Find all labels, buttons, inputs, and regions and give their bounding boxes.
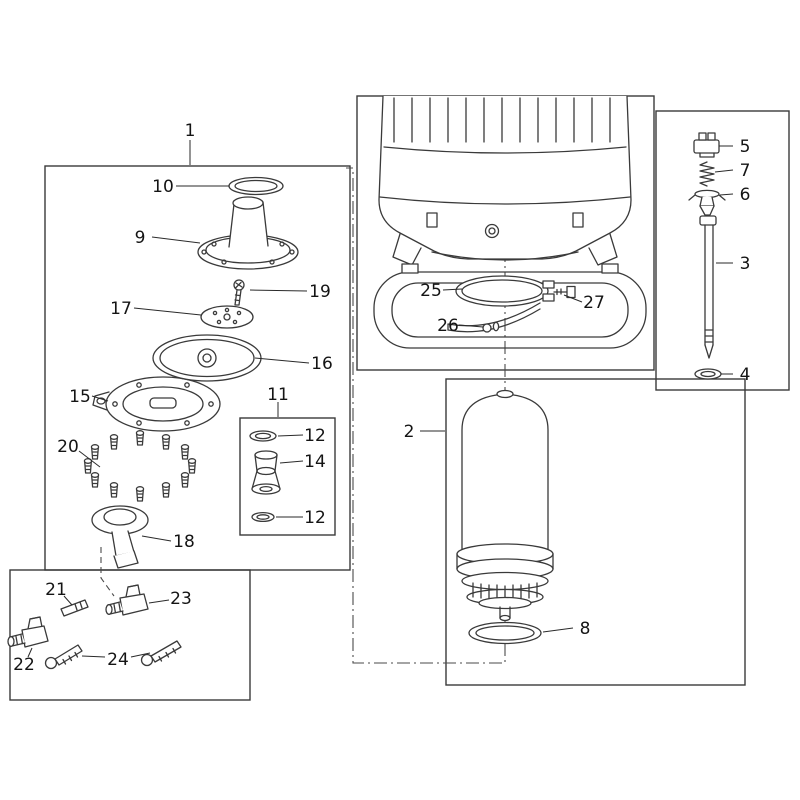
callout-12-bottom: 12 (304, 508, 326, 528)
callout-11: 11 (267, 385, 289, 405)
callout-4: 4 (740, 365, 751, 385)
part-27-bolt (553, 285, 576, 299)
part-17-plate (200, 305, 254, 329)
part-20-screw-set (83, 430, 197, 502)
part-26-screw (447, 302, 541, 333)
part-16-diaphragm (152, 334, 262, 382)
part-24-bolts (44, 640, 182, 670)
part-9-port-flange (197, 196, 299, 270)
callout-21: 21 (45, 580, 67, 600)
part-10-oring (228, 176, 284, 196)
callout-20: 20 (57, 437, 79, 457)
callouts: 1 10 9 19 17 16 15 20 18 11 12 14 12 2 8… (13, 121, 750, 675)
callout-12-top: 12 (304, 426, 326, 446)
part-4-washer (694, 368, 722, 380)
callout-8: 8 (580, 619, 591, 639)
part-15-clamp-ring (92, 376, 221, 432)
part-12-washer-bottom (251, 511, 275, 523)
leader-lines (27, 140, 734, 658)
part-23-elbow-fitting (105, 584, 149, 616)
callout-23: 23 (170, 589, 192, 609)
part-22-elbow-fitting (7, 616, 49, 648)
callout-14: 14 (304, 452, 326, 472)
callout-25: 25 (420, 281, 442, 301)
lower-left-box (9, 569, 251, 701)
part-19-screw (233, 279, 245, 306)
callout-5: 5 (740, 137, 751, 157)
callout-9: 9 (135, 228, 146, 248)
part-6-valve-stem (688, 189, 726, 216)
part-18-knob (91, 505, 149, 569)
callout-6: 6 (740, 185, 751, 205)
part-8-oring (468, 621, 542, 645)
callout-3: 3 (740, 254, 751, 274)
callout-26: 26 (437, 316, 459, 336)
callout-18: 18 (173, 532, 195, 552)
callout-19: 19 (309, 282, 331, 302)
tank-bottom (378, 95, 632, 266)
callout-10: 10 (152, 177, 174, 197)
part-2-chamber (456, 389, 554, 622)
callout-7: 7 (740, 161, 751, 181)
group-2-box (445, 378, 746, 686)
callout-15: 15 (69, 387, 91, 407)
part-5-cap (693, 132, 720, 158)
part-25-clamp (455, 275, 555, 307)
part-12-washer-top (249, 430, 277, 442)
callout-24: 24 (107, 650, 129, 670)
group-11-box (239, 417, 336, 536)
callout-16: 16 (311, 354, 333, 374)
part-21-pin (60, 599, 89, 617)
right-parts-box (655, 110, 790, 391)
part-3-dip-tube (699, 215, 717, 359)
callout-17: 17 (110, 299, 132, 319)
callout-2: 2 (404, 422, 415, 442)
callout-1: 1 (185, 121, 196, 141)
part-14-valve (251, 450, 281, 495)
callout-27: 27 (583, 293, 605, 313)
part-7-spring (699, 161, 715, 187)
assembly-dash-line (100, 547, 115, 597)
callout-22: 22 (13, 655, 35, 675)
